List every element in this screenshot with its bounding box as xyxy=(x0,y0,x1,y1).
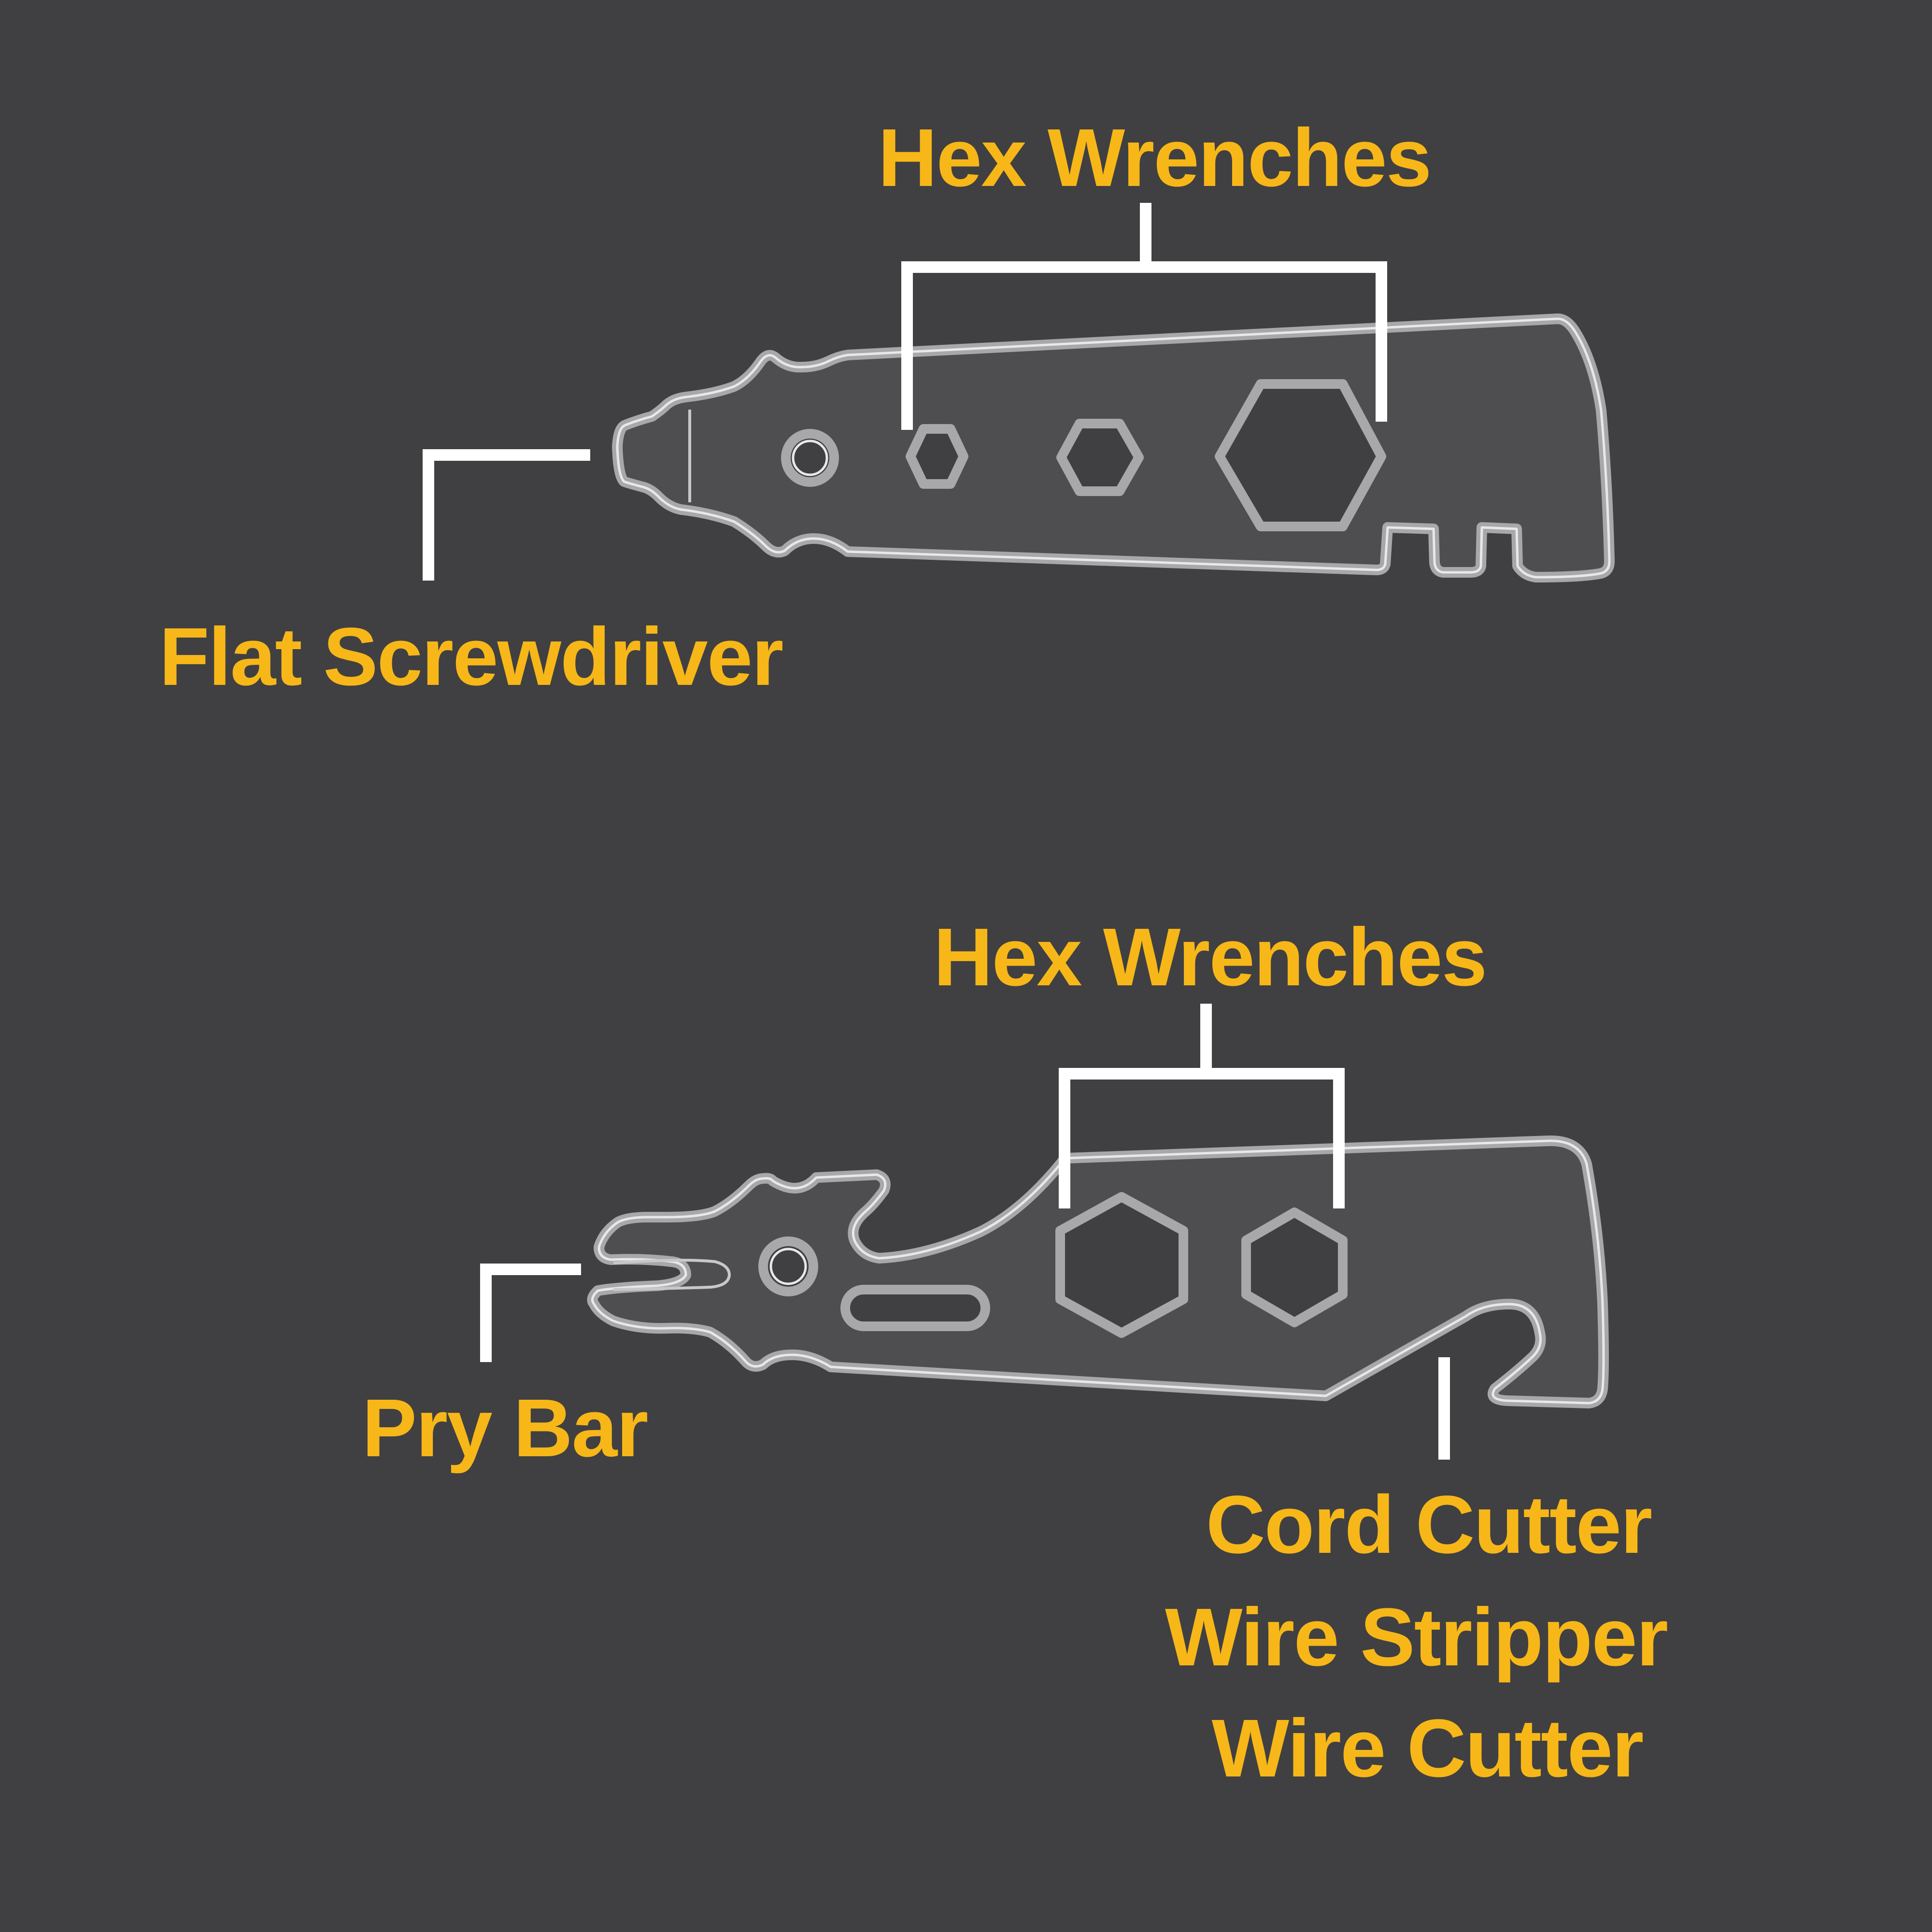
bottom-hex-bracket-arm xyxy=(1059,1068,1345,1208)
bottom-slot xyxy=(840,1285,990,1331)
top-round-hole-edge xyxy=(792,440,828,476)
top-hex-wrench-small xyxy=(906,424,968,489)
top-hex-wrench-medium xyxy=(1056,419,1144,496)
wire-stripper-label: Wire Stripper xyxy=(1165,1591,1667,1683)
pry-bar-leader xyxy=(480,1264,581,1362)
bottom-hex-wrenches-label: Hex Wrenches xyxy=(934,911,1487,1003)
top-hex-wrenches-label: Hex Wrenches xyxy=(878,112,1431,204)
top-hex-wrench-large xyxy=(1215,379,1386,531)
bottom-hex-wrench-small xyxy=(1241,1208,1348,1327)
pry-bar-label: Pry Bar xyxy=(362,1382,648,1474)
bottom-tool-edge xyxy=(591,1139,1605,1405)
top-hex-bracket-arm xyxy=(901,261,1387,430)
bottom-hex-wrench-large xyxy=(1055,1192,1188,1338)
bottom-multitool xyxy=(587,1135,1609,1408)
top-multitool xyxy=(612,313,1615,582)
wire-cutter-label: Wire Cutter xyxy=(1212,1703,1643,1794)
top-tool-edge xyxy=(616,317,1611,579)
flat-screwdriver-leader xyxy=(423,449,590,581)
cord-cutter-label: Cord Cutter xyxy=(1206,1479,1651,1571)
bottom-round-hole-edge xyxy=(769,1248,807,1285)
top-hex-bracket xyxy=(901,203,1387,430)
flat-screwdriver-label: Flat Screwdriver xyxy=(159,611,783,703)
bottom-hex-bracket xyxy=(1059,1004,1345,1208)
bottom-pry-bar-tongue xyxy=(613,1259,731,1291)
